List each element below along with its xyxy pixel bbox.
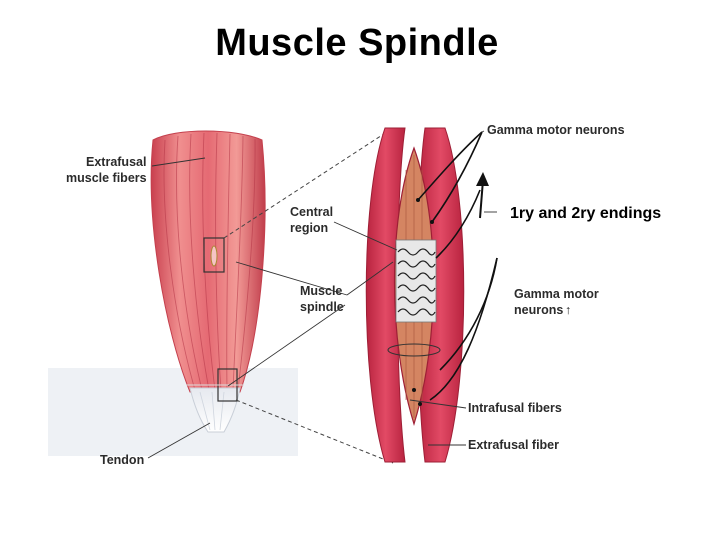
muscle-belly	[150, 130, 266, 393]
labels: Extrafusal muscle fibers Tendon Central …	[66, 123, 661, 467]
whole-muscle	[48, 130, 298, 456]
nerve-fibers	[417, 131, 498, 401]
afferent-arrow	[479, 179, 484, 219]
projection-lines	[223, 127, 394, 464]
label-intrafusal-fibers: Intrafusal fibers	[468, 401, 562, 415]
enlarged-spindle	[365, 127, 498, 463]
label-tendon: Tendon	[100, 453, 144, 467]
label-extrafusal-muscle-fibers-1: Extrafusal	[86, 155, 146, 169]
label-gamma-motor-neurons-side-1: Gamma motor	[514, 287, 599, 301]
label-gamma-motor-neurons-side-2: neurons	[514, 303, 563, 317]
label-central-region-2: region	[290, 221, 328, 235]
label-central-region-1: Central	[290, 205, 333, 219]
label-muscle-spindle-1: Muscle	[300, 284, 342, 298]
annulospiral-endings	[397, 248, 436, 316]
label-neurons-mark: ↑	[565, 303, 571, 317]
label-gamma-motor-neurons-top: Gamma motor neurons	[487, 123, 625, 137]
label-1ry-2ry-endings: 1ry and 2ry endings	[510, 205, 661, 222]
label-extrafusal-muscle-fibers-2: muscle fibers	[66, 171, 147, 185]
label-muscle-spindle-2: spindle	[300, 300, 344, 314]
muscle-striations	[163, 132, 256, 391]
label-extrafusal-fiber: Extrafusal fiber	[468, 438, 559, 452]
dots	[412, 198, 434, 406]
background-panel	[48, 368, 298, 456]
leader-lines	[147, 130, 497, 459]
slide-title: Muscle Spindle	[215, 22, 499, 64]
spindle-box-upper	[203, 237, 225, 273]
